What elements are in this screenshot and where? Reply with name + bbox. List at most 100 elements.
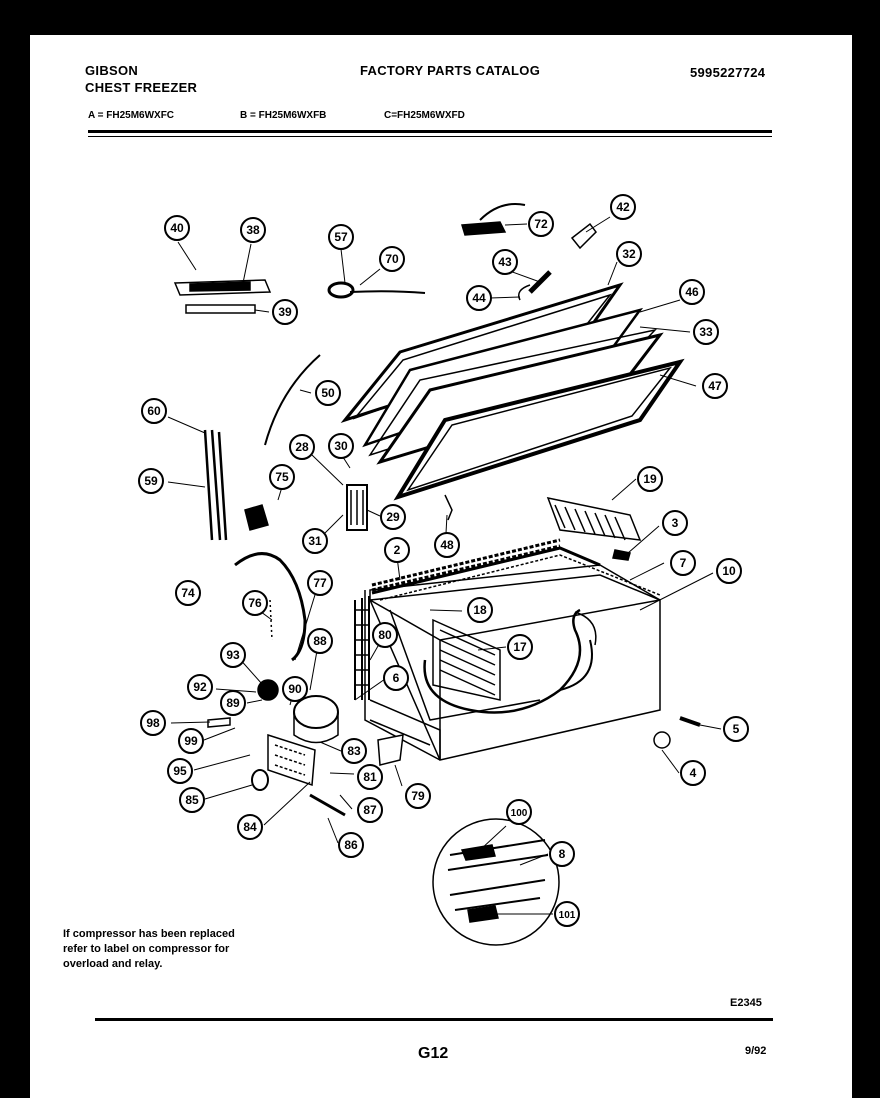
callout-32: 32: [616, 241, 642, 267]
parts-drawing: [173, 203, 701, 946]
callout-number: 31: [308, 534, 322, 548]
callout-number: 6: [393, 671, 400, 685]
callout-86: 86: [338, 832, 364, 858]
callout-7: 7: [670, 550, 696, 576]
callout-number: 32: [622, 247, 636, 261]
callout-number: 2: [394, 543, 401, 557]
callout-number: 81: [363, 770, 377, 784]
callout-28: 28: [289, 434, 315, 460]
callout-4: 4: [680, 760, 706, 786]
callout-89: 89: [220, 690, 246, 716]
callout-44: 44: [466, 285, 492, 311]
callout-92: 92: [187, 674, 213, 700]
note-line: If compressor has been replaced: [63, 928, 235, 940]
callout-number: 59: [144, 474, 158, 488]
callout-number: 47: [708, 379, 722, 393]
compressor-note: If compressor has been replaced refer to…: [63, 927, 235, 972]
callout-number: 42: [616, 200, 630, 214]
callout-2: 2: [384, 537, 410, 563]
header-rule: [88, 130, 772, 133]
callout-number: 72: [534, 217, 548, 231]
callout-57: 57: [328, 224, 354, 250]
callout-84: 84: [237, 814, 263, 840]
callout-100: 100: [506, 799, 532, 825]
callout-88: 88: [307, 628, 333, 654]
callout-74: 74: [175, 580, 201, 606]
callout-number: 70: [385, 252, 399, 266]
callout-99: 99: [178, 728, 204, 754]
note-line: refer to label on compressor for: [63, 943, 230, 955]
callout-number: 95: [173, 764, 187, 778]
callout-8: 8: [549, 841, 575, 867]
callout-19: 19: [637, 466, 663, 492]
catalog-sheet: [30, 35, 852, 1098]
callout-75: 75: [269, 464, 295, 490]
callout-number: 92: [193, 680, 207, 694]
callout-number: 88: [313, 634, 327, 648]
callout-77: 77: [307, 570, 333, 596]
callout-number: 80: [378, 628, 392, 642]
callout-number: 3: [672, 516, 679, 530]
callout-87: 87: [357, 797, 383, 823]
callout-5: 5: [723, 716, 749, 742]
callout-90: 90: [282, 676, 308, 702]
callout-81: 81: [357, 764, 383, 790]
callout-39: 39: [272, 299, 298, 325]
callout-number: 57: [334, 230, 348, 244]
callout-number: 84: [243, 820, 257, 834]
page-code: G12: [418, 1045, 449, 1062]
callout-number: 44: [472, 291, 486, 305]
callout-number: 5: [733, 722, 740, 736]
callout-number: 30: [334, 439, 348, 453]
callout-76: 76: [242, 590, 268, 616]
callout-6: 6: [383, 665, 409, 691]
callout-42: 42: [610, 194, 636, 220]
callout-40: 40: [164, 215, 190, 241]
callout-number: 76: [248, 596, 262, 610]
callout-number: 17: [513, 640, 527, 654]
callout-number: 99: [184, 734, 198, 748]
callout-number: 40: [170, 221, 184, 235]
header-rule-thin: [88, 136, 772, 137]
callout-85: 85: [179, 787, 205, 813]
callout-number: 89: [226, 696, 240, 710]
model-b: B = FH25M6WXFB: [240, 110, 327, 121]
note-line: overload and relay.: [63, 958, 163, 970]
callout-number: 39: [278, 305, 292, 319]
callout-80: 80: [372, 622, 398, 648]
callout-60: 60: [141, 398, 167, 424]
callout-95: 95: [167, 758, 193, 784]
callout-number: 8: [559, 847, 566, 861]
callout-101: 101: [554, 901, 580, 927]
callout-number: 18: [473, 603, 487, 617]
callout-70: 70: [379, 246, 405, 272]
callout-59: 59: [138, 468, 164, 494]
callout-10: 10: [716, 558, 742, 584]
callout-number: 74: [181, 586, 195, 600]
callout-number: 46: [685, 285, 699, 299]
callout-number: 38: [246, 223, 260, 237]
catalog-number: 5995227724: [690, 65, 766, 80]
callout-number: 75: [275, 470, 289, 484]
callout-31: 31: [302, 528, 328, 554]
catalog-title: FACTORY PARTS CATALOG: [360, 63, 541, 78]
callout-number: 83: [347, 744, 361, 758]
callout-43: 43: [492, 249, 518, 275]
brand-label: GIBSON: [85, 63, 139, 78]
product-label: CHEST FREEZER: [85, 80, 198, 95]
callout-38: 38: [240, 217, 266, 243]
date-code: 9/92: [745, 1045, 767, 1057]
callout-number: 90: [288, 682, 302, 696]
callout-number: 33: [699, 325, 713, 339]
callout-number: 77: [313, 576, 327, 590]
callout-18: 18: [467, 597, 493, 623]
callout-46: 46: [679, 279, 705, 305]
callout-number: 48: [440, 538, 454, 552]
callout-83: 83: [341, 738, 367, 764]
callout-17: 17: [507, 634, 533, 660]
callout-number: 19: [643, 472, 657, 486]
callout-number: 98: [146, 716, 160, 730]
callout-number: 79: [411, 789, 425, 803]
callout-number: 87: [363, 803, 377, 817]
